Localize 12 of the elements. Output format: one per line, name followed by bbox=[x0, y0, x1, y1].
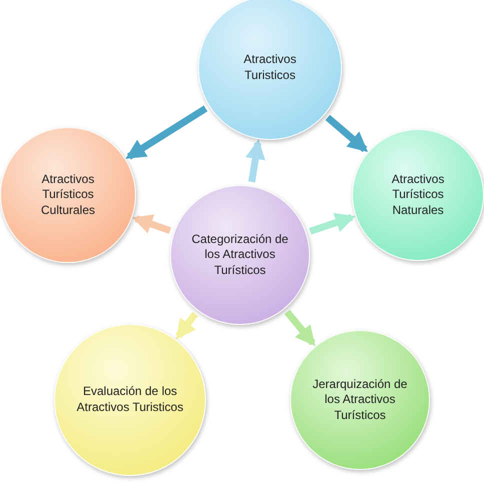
node-label: Evaluación de los Atractivos Turisticos bbox=[76, 384, 184, 416]
node-label: Atractivos Turisticos bbox=[242, 52, 298, 84]
arrow bbox=[246, 139, 266, 182]
node-label: Atractivos Turísticos Culturales bbox=[40, 172, 96, 218]
arrow bbox=[284, 310, 316, 346]
arrow bbox=[176, 312, 198, 340]
node-label: Atractivos Turísticos Naturales bbox=[390, 172, 446, 218]
arrow bbox=[126, 105, 208, 160]
arrow bbox=[325, 114, 368, 152]
node-label: Jerarquización de los Atractivos Turísticos bbox=[312, 376, 408, 424]
arrow bbox=[132, 214, 172, 234]
node-label: Categorización de los Atractivos Turísticos bbox=[190, 232, 290, 278]
